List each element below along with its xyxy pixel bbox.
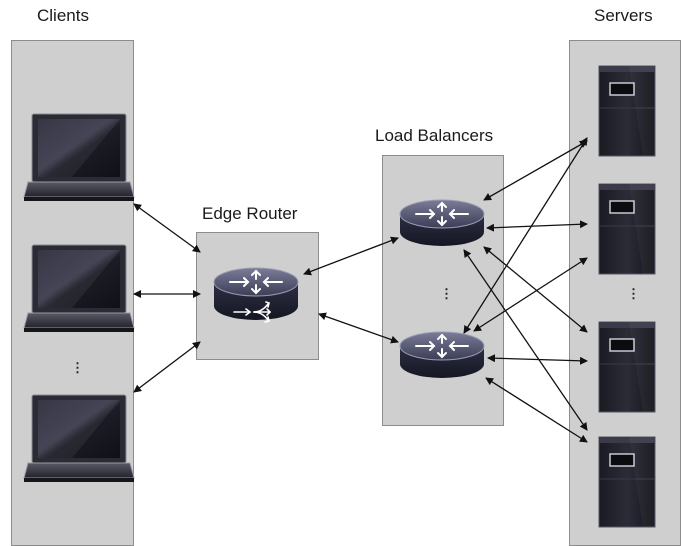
link-lb1-server2 [486, 220, 588, 232]
server-icon-1 [598, 65, 656, 157]
link-lb2-server2 [473, 257, 588, 332]
server-icon-2 [598, 183, 656, 275]
client-laptop-icon-3 [23, 394, 135, 483]
link-client1-edge [133, 203, 201, 253]
link-client3-edge [133, 341, 201, 393]
clients-ellipsis: ⋮ [71, 360, 84, 375]
client-laptop-icon-1 [23, 113, 135, 202]
edge-router-label: Edge Router [202, 204, 298, 223]
servers-ellipsis: ⋮ [627, 286, 640, 301]
link-edge-lb1 [303, 236, 399, 276]
link-edge-lb2 [318, 312, 399, 344]
clients-label: Clients [37, 6, 89, 25]
servers-label: Servers [594, 6, 653, 25]
client-laptop-icon-2 [23, 244, 135, 333]
link-lb2-server4 [485, 377, 588, 443]
link-lb1-server1 [483, 140, 588, 201]
edge-router-icon [213, 267, 299, 323]
load-balancer-router-icon-1 [399, 199, 485, 247]
load-balancers-ellipsis: ⋮ [440, 286, 453, 301]
load-balancer-router-icon-2 [399, 331, 485, 379]
link-lb1-server3 [483, 246, 588, 333]
link-lb2-server3 [487, 354, 588, 365]
server-icon-4 [598, 436, 656, 528]
server-icon-3 [598, 321, 656, 413]
